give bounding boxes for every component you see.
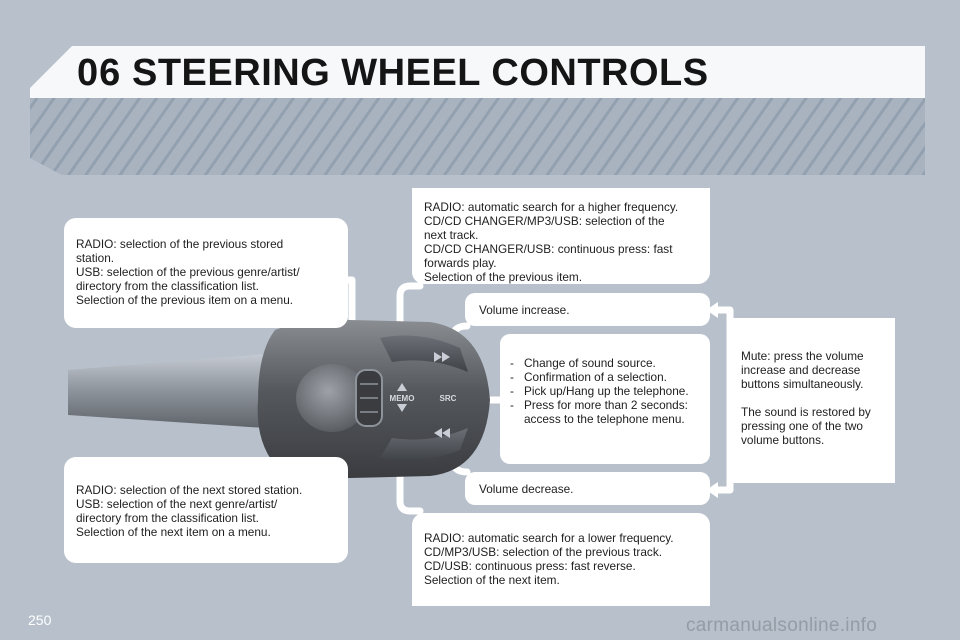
mute-text: Mute: press the volume increase and decr…	[741, 349, 864, 391]
callout-volume-increase: Volume increase.	[465, 293, 710, 326]
watermark: carmanualsonline.info	[686, 615, 878, 636]
stalk-arm	[68, 352, 295, 430]
callout-volume-decrease: Volume decrease.	[465, 472, 710, 505]
callout-lower-frequency: RADIO: automatic search for a lower freq…	[412, 513, 710, 606]
callout-sound-source: Change of sound source. Confirmation of …	[500, 334, 710, 464]
stalk-end-face	[296, 364, 368, 432]
header-hatch-band	[30, 98, 925, 175]
callout-mute: Mute: press the volume increase and decr…	[733, 318, 895, 483]
next-button	[380, 335, 468, 372]
callout-next-stored: RADIO: selection of the next stored stat…	[64, 457, 348, 563]
list-item: Confirmation of a selection.	[508, 370, 702, 384]
header-band	[30, 46, 925, 98]
page-number: 250	[28, 612, 52, 628]
callout-higher-frequency: RADIO: automatic search for a higher fre…	[412, 188, 710, 284]
restore-text: The sound is restored by pressing one of…	[741, 405, 871, 447]
list-item: Press for more than 2 seconds: access to…	[508, 398, 702, 426]
list-item: Pick up/Hang up the telephone.	[508, 384, 702, 398]
list-item: Change of sound source.	[508, 356, 702, 370]
callout-previous-stored: RADIO: selection of the previous stored …	[64, 218, 348, 328]
memo-label: MEMO	[390, 394, 415, 403]
previous-button	[380, 428, 468, 461]
chapter-number: 06	[77, 52, 122, 94]
page-title: STEERING WHEEL CONTROLS	[132, 52, 709, 94]
src-label: SRC	[440, 394, 457, 403]
